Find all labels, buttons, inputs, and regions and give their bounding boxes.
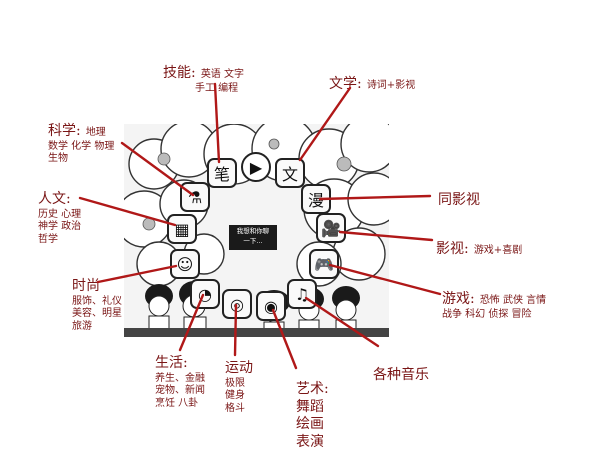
literature-icon[interactable]: 文 [275, 158, 305, 188]
label-fashion-title: 时尚 [72, 278, 100, 294]
label-science-line3: 生物 [48, 153, 68, 164]
label-film-sub: 游戏+喜剧 [473, 245, 523, 256]
label-sports-title: 运动 [225, 360, 253, 376]
arrow-anime [318, 194, 432, 201]
arrow-life [178, 293, 205, 352]
label-science-line2: 数学 化学 物理 [48, 140, 115, 152]
label-anime: 同影视 [438, 189, 480, 210]
label-skills: 技能: 英语 文字 手工 编程 [163, 62, 244, 95]
music-note-icon[interactable]: ♫ [287, 279, 317, 309]
label-games-line2: 战争 科幻 侦探 冒险 [442, 308, 532, 320]
label-life-title: 生活: [155, 355, 188, 371]
play-icon[interactable]: ▶ [241, 152, 271, 182]
label-arts-line2: 绘画 [296, 416, 324, 432]
label-fashion-line1: 服饰、礼仪 [72, 295, 122, 307]
film-camera-icon[interactable]: 🎥 [316, 213, 346, 243]
label-film-title: 影视: [436, 241, 469, 257]
label-humanities-line2: 神学 政治 [38, 221, 82, 232]
label-arts: 艺术: 舞蹈 绘画 表演 [296, 381, 329, 451]
games-controller-icon[interactable]: 🎮 [309, 249, 339, 279]
arrow-skills [213, 82, 221, 164]
label-sports-line3: 格斗 [225, 402, 245, 414]
label-science-title: 科学: [48, 123, 81, 139]
label-arts-title: 艺术: [296, 381, 329, 397]
arrow-humanities [78, 196, 177, 227]
label-skills-line1: 英语 文字 [200, 69, 244, 80]
label-sports-line2: 健身 [225, 390, 245, 401]
arrow-science [120, 141, 195, 197]
label-sports: 运动 极限 健身 格斗 [225, 360, 253, 415]
label-literature-title: 文学: [329, 76, 362, 92]
label-film: 影视: 游戏+喜剧 [436, 238, 522, 259]
label-skills-title: 技能: [163, 65, 196, 81]
skills-pen-icon[interactable]: 笔 [207, 158, 237, 188]
label-literature: 文学: 诗词+影视 [329, 73, 415, 94]
science-flask-icon[interactable]: ⚗ [180, 182, 210, 212]
chat-prompt-box[interactable]: 我想和你聊 一下... [229, 225, 277, 250]
chat-prompt-line2: 一下... [243, 236, 263, 245]
label-fashion: 时尚 服饰、礼仪 美容、明星 旅游 [72, 278, 122, 333]
label-humanities: 人文: 历史 心理 神学 政治 哲学 [38, 191, 81, 246]
label-games-sub1: 恐怖 武侠 言情 [479, 295, 547, 306]
label-games-title: 游戏: [442, 291, 475, 307]
label-literature-sub: 诗词+影视 [366, 80, 416, 91]
label-humanities-title: 人文: [38, 191, 71, 207]
arrow-music [304, 296, 380, 348]
label-arts-line1: 舞蹈 [296, 398, 324, 415]
label-life: 生活: 养生、金融 宠物、新闻 烹饪 八卦 [155, 355, 205, 410]
label-fashion-line2: 美容、明星 [72, 308, 122, 319]
label-life-line3: 烹饪 八卦 [155, 397, 199, 409]
label-life-line1: 养生、金融 [155, 372, 205, 384]
arrow-arts [271, 308, 298, 370]
chat-prompt-line1: 我想和你聊 [236, 227, 270, 235]
label-science-sub1: 地理 [85, 127, 106, 138]
label-music: 各种音乐 [373, 364, 429, 385]
arrow-games [328, 263, 442, 296]
fashion-face-icon[interactable]: ☺ [170, 249, 200, 279]
label-music-title: 各种音乐 [373, 367, 429, 383]
label-humanities-line1: 历史 心理 [38, 208, 82, 220]
label-humanities-line3: 哲学 [38, 233, 58, 245]
label-arts-line3: 表演 [296, 433, 324, 450]
label-anime-title: 同影视 [438, 192, 480, 208]
label-sports-line1: 极限 [225, 377, 245, 389]
arrow-fashion [96, 264, 178, 284]
humanities-chart-icon[interactable]: ▦ [167, 214, 197, 244]
label-skills-line2: 手工 编程 [195, 82, 239, 94]
arrow-sports [233, 303, 238, 357]
label-science: 科学: 地理 数学 化学 物理 生物 [48, 120, 114, 166]
arrow-literature [298, 86, 352, 162]
label-fashion-line3: 旅游 [72, 320, 92, 332]
label-games: 游戏: 恐怖 武侠 言情 战争 科幻 侦探 冒险 [442, 288, 546, 321]
arrow-film [338, 230, 434, 242]
label-life-line2: 宠物、新闻 [155, 385, 205, 396]
